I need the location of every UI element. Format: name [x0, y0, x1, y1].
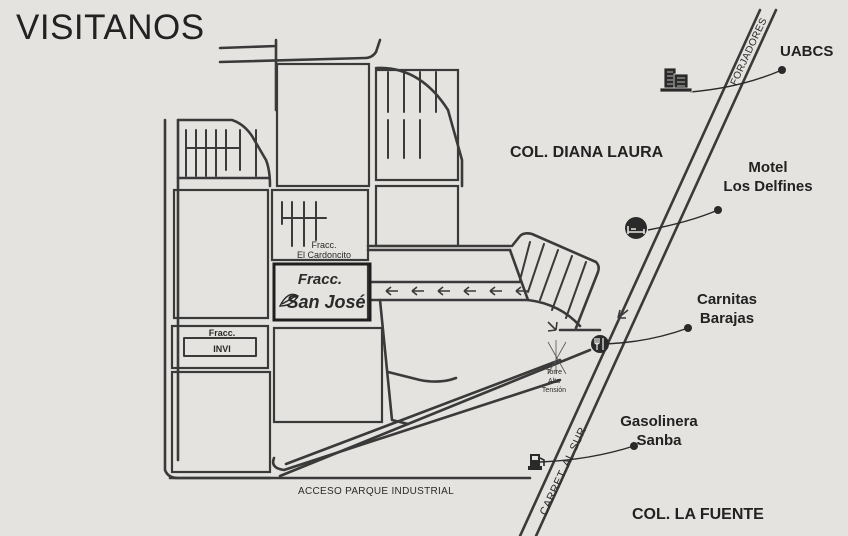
poi-gasolinera-line2: Sanba: [636, 432, 682, 449]
poi-carnitas-line1: Carnitas: [696, 291, 758, 308]
restaurant-icon: [591, 335, 609, 353]
colony-label-la-fuente: COL. LA FUENTE: [632, 506, 764, 523]
poi-gasolinera-line1: Gasolinera: [620, 413, 698, 430]
san-jose-label-line2: San José: [286, 292, 365, 312]
poi-motel-line1: Motel: [748, 159, 788, 176]
gas-pump-icon: [528, 454, 545, 470]
invi-label-line2: INVI: [213, 344, 231, 354]
san-jose-label-line1: Fracc.: [298, 271, 342, 288]
tower-marker: [547, 340, 567, 375]
tower-label-line2: Alta: [548, 378, 560, 385]
highway: [518, 8, 778, 536]
san-jose-block: [272, 262, 372, 322]
colony-label-diana-laura: COL. DIANA LAURA: [510, 144, 664, 161]
leaf-icon: [278, 293, 299, 307]
building-icon: [659, 67, 693, 93]
cardoncito-label-line2: El Cardoncito: [297, 250, 351, 260]
bed-icon: [625, 217, 647, 239]
poi-motel: Motel Los Delfines: [718, 158, 818, 196]
cardoncito-label-line1: Fracc.: [311, 240, 336, 250]
road-label-acceso-parque: ACCESO PARQUE INDUSTRIAL: [298, 486, 454, 497]
poi-carnitas: Carnitas Barajas: [682, 290, 772, 328]
tower-label-line1: Torre: [546, 369, 562, 376]
pointer-lines: [539, 69, 783, 463]
road-network: [163, 38, 602, 480]
poi-uabcs: UABCS: [780, 42, 833, 61]
invi-label-line1: Fracc.: [209, 328, 236, 338]
tower-label-line3: Tensión: [542, 387, 566, 394]
poi-carnitas-line2: Barajas: [699, 310, 755, 327]
poi-motel-line2: Los Delfines: [723, 178, 813, 195]
pointer-dots: [630, 66, 786, 450]
poi-gasolinera: Gasolinera Sanba: [614, 412, 704, 450]
page-title: VISITANOS: [16, 8, 205, 47]
poi-uabcs-label: UABCS: [780, 43, 834, 60]
direction-arrows: [385, 286, 629, 332]
